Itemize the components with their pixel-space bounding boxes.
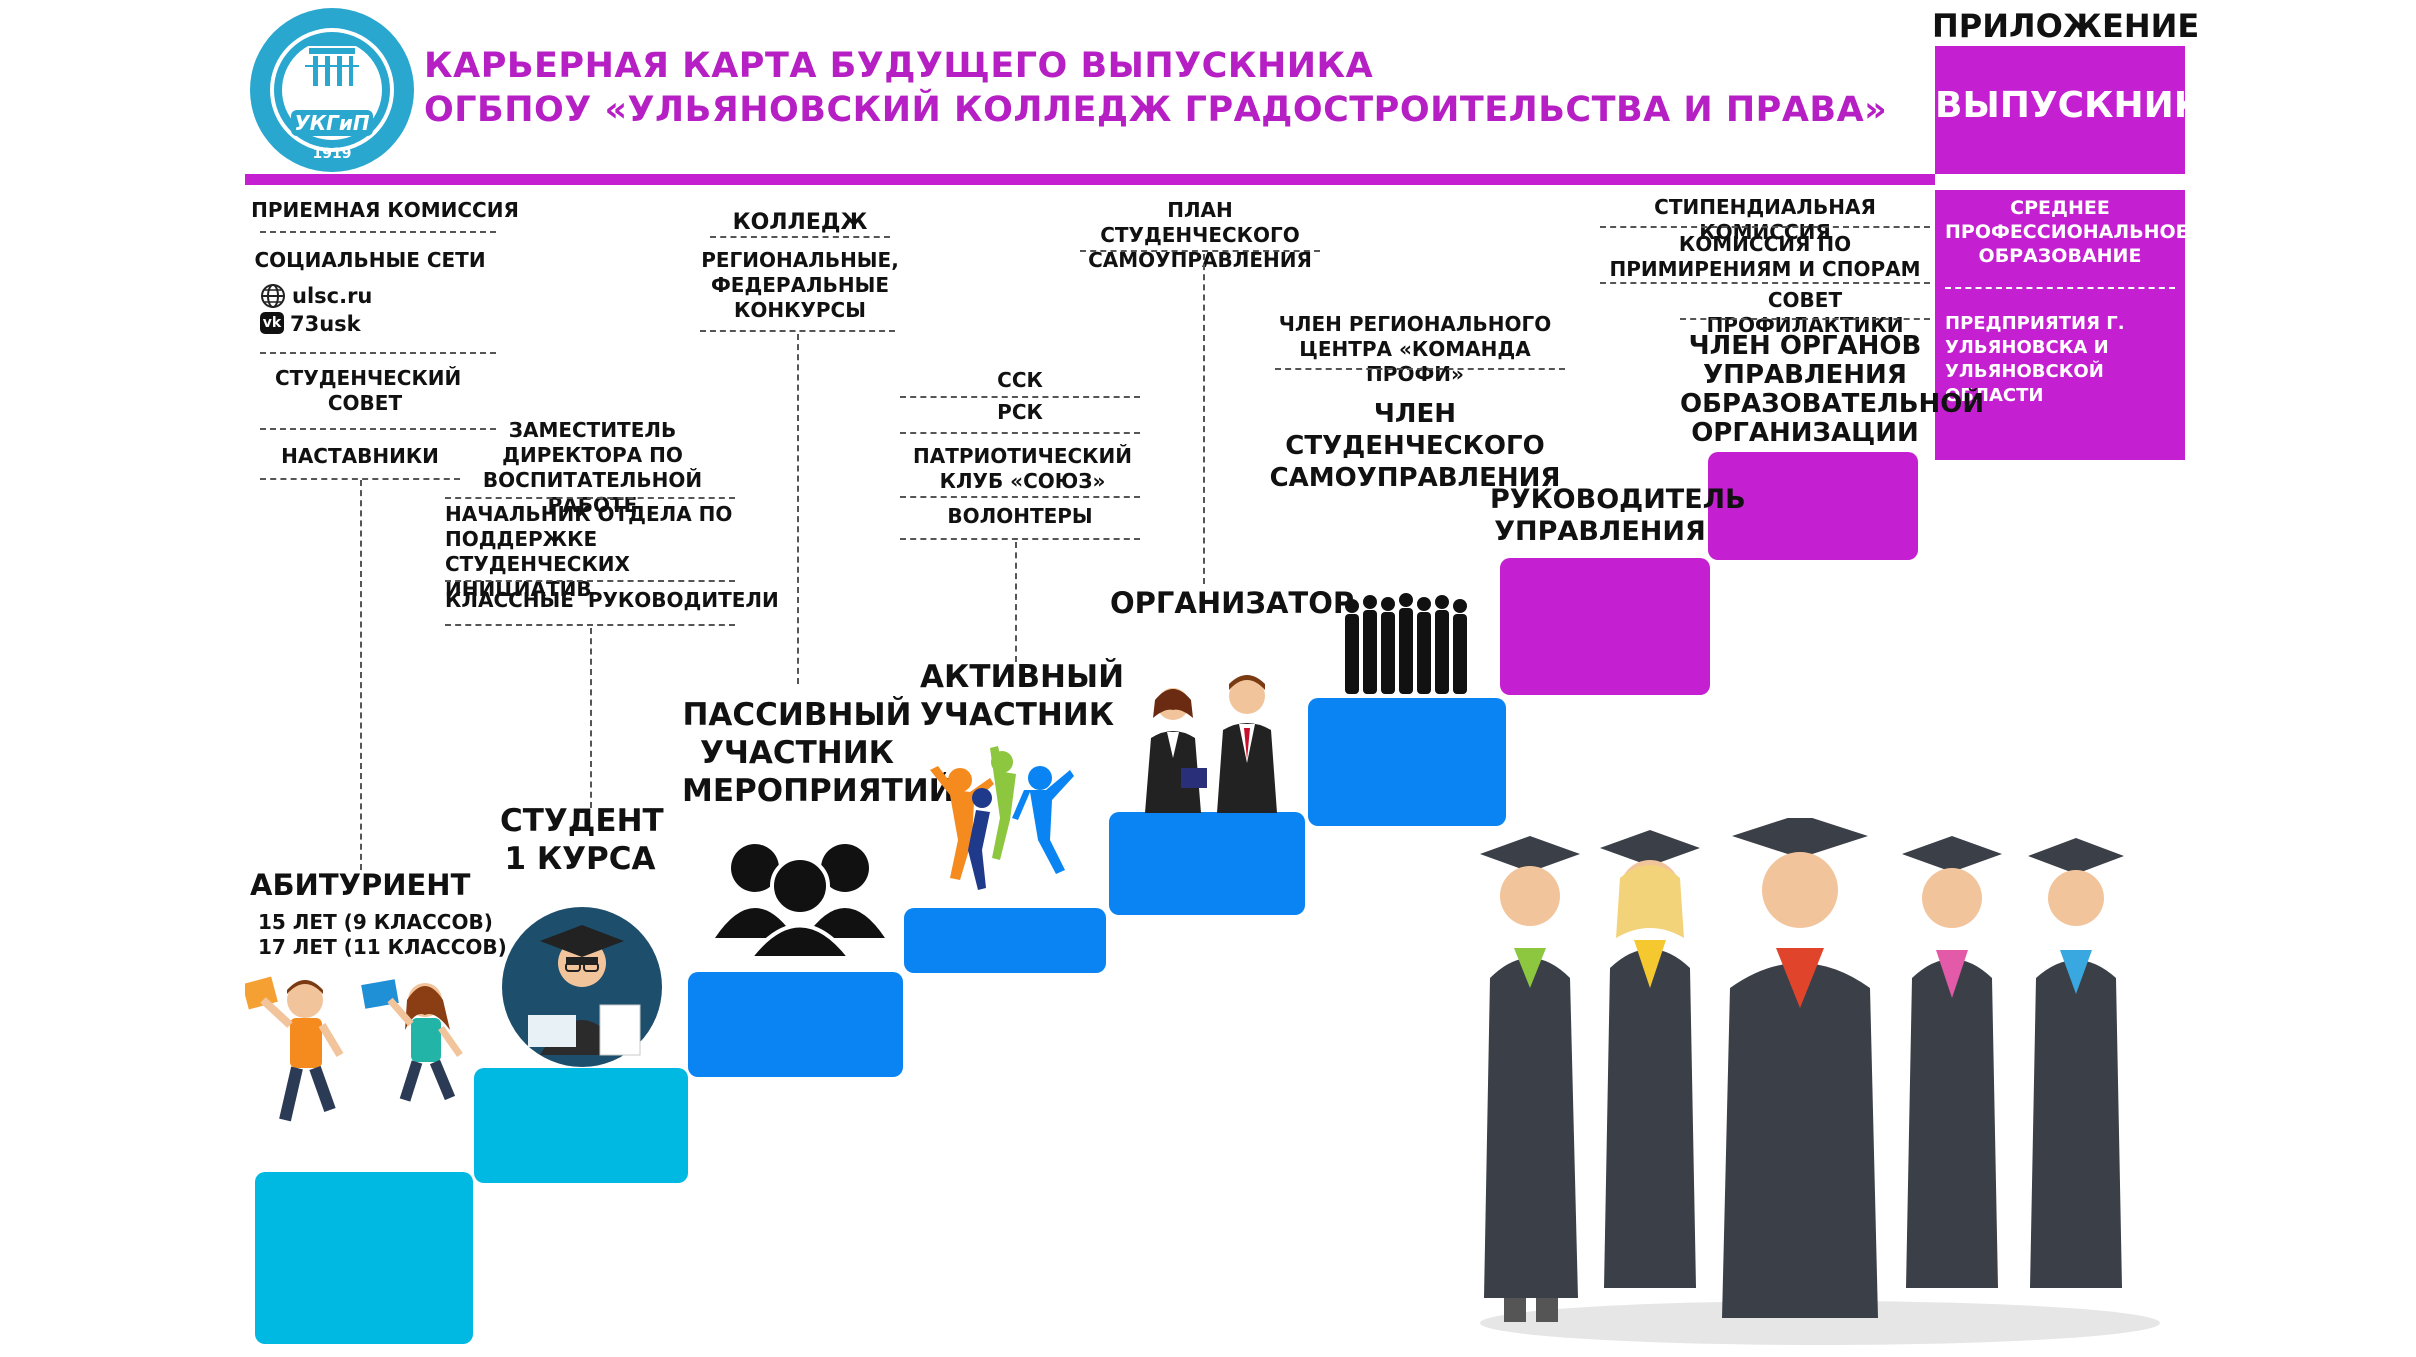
student-council: СТУДЕНЧЕСКИЙ СОВЕТ xyxy=(275,366,462,415)
stage-applicant-age1: 15 ЛЕТ (9 КЛАССОВ) xyxy=(258,910,493,934)
website-link[interactable]: ulsc.ru xyxy=(292,284,373,308)
side-panel-enterprises: ПРЕДПРИЯТИЯ Г. УЛЬЯНОВСКА И УЛЬЯНОВСКОЙ … xyxy=(1945,313,2125,406)
divider-c2-3 xyxy=(445,624,735,626)
business-couple-icon xyxy=(1125,668,1300,813)
step-graduate xyxy=(1708,452,1918,560)
graduates-group-icon xyxy=(1470,814,2175,1348)
student-initiatives-head: НАЧАЛЬНИК ОТДЕЛА ПО ПОДДЕРЖКЕ СТУДЕНЧЕСК… xyxy=(445,502,733,601)
divider-c1-4 xyxy=(260,478,460,480)
stage-organizer: ОРГАНИЗАТОР xyxy=(1110,586,1355,620)
divider-c5-1 xyxy=(1080,250,1320,252)
deputy-director: ЗАМЕСТИТЕЛЬ ДИРЕКТОРА ПО ВОСПИТАТЕЛЬНОЙ … xyxy=(482,418,703,517)
rsk-label: РСК xyxy=(997,400,1043,424)
stage-active: АКТИВНЫЙ УЧАСТНИК xyxy=(920,659,1125,733)
divider-c6-1 xyxy=(1275,368,1565,370)
connector-c2 xyxy=(590,628,592,808)
prevention-council: СОВЕТ ПРОФИЛАКТИКИ xyxy=(1706,288,1904,337)
social-networks: СОЦИАЛЬНЫЕ СЕТИ xyxy=(254,248,486,272)
college-logo: УКГиП 1919 xyxy=(245,6,420,174)
divider-c7-3 xyxy=(1680,318,1930,320)
divider-c4-2 xyxy=(900,432,1140,434)
connector-c1 xyxy=(360,480,362,870)
divider-c4-3 xyxy=(900,496,1140,498)
side-panel-divider xyxy=(1945,287,2175,289)
divider-c4-4 xyxy=(900,538,1140,540)
side-panel-education: СРЕДНЕЕ ПРОФЕССИОНАЛЬНОЕ ОБРАЗОВАНИЕ xyxy=(1945,197,2189,267)
contests-label: РЕГИОНАЛЬНЫЕ, ФЕДЕРАЛЬНЫЕ КОНКУРСЫ xyxy=(701,248,899,322)
jumping-people-icon xyxy=(920,740,1090,910)
team-silhouette-icon xyxy=(1340,592,1475,697)
college-label: КОЛЛЕДЖ xyxy=(732,210,868,235)
divider-c1-2 xyxy=(260,352,496,354)
stage-first-year: СТУДЕНТ 1 КУРСА xyxy=(500,803,664,877)
stage-manager: РУКОВОДИТЕЛЬ УПРАВЛЕНИЯ xyxy=(1490,484,1746,547)
divider-c2-2 xyxy=(445,580,735,582)
connector-c4 xyxy=(1015,542,1017,662)
self-government-plan: ПЛАН СТУДЕНЧЕСКОГО САМОУПРАВЛЕНИЯ xyxy=(1088,198,1312,272)
side-panel xyxy=(1935,190,2185,460)
step-team xyxy=(1308,698,1506,826)
jumping-students-icon xyxy=(242,960,470,1170)
volunteers: ВОЛОНТЕРЫ xyxy=(947,504,1093,528)
mentors: НАСТАВНИКИ xyxy=(281,444,439,468)
appendix-label: ПРИЛОЖЕНИЕ xyxy=(1932,7,2200,45)
vk-link[interactable]: 73usk xyxy=(290,312,361,336)
divider-c2-1 xyxy=(445,497,735,499)
step-applicant xyxy=(255,1172,473,1344)
patriotic-club: ПАТРИОТИЧЕСКИЙ КЛУБ «СОЮЗ» xyxy=(913,444,1132,493)
graduate-banner xyxy=(1935,46,2185,174)
header-divider xyxy=(245,174,1935,185)
divider-c3-2 xyxy=(700,330,895,332)
reconciliation-commission: КОМИССИЯ ПО ПРИМИРЕНИЯМ И СПОРАМ xyxy=(1609,232,1921,281)
governing-bodies-member: ЧЛЕН ОРГАНОВ УПРАВЛЕНИЯ ОБРАЗОВАТЕЛЬНОЙ … xyxy=(1680,331,1985,448)
stage-passive: ПАССИВНЫЙ УЧАСТНИК МЕРОПРИЯТИЙ xyxy=(682,697,955,809)
vk-icon: vk xyxy=(260,312,284,334)
divider-c7-1 xyxy=(1600,226,1930,228)
crowd-silhouette-icon xyxy=(705,838,895,960)
logo-year: 1919 xyxy=(313,146,352,162)
divider-c3-1 xyxy=(710,236,890,238)
team-profi-member: ЧЛЕН РЕГИОНАЛЬНОГО ЦЕНТРА «КОМАНДА ПРОФИ… xyxy=(1278,312,1552,386)
stage-applicant-age2: 17 ЛЕТ (11 КЛАССОВ) xyxy=(258,935,507,959)
page-title-line2: ОГБПОУ «УЛЬЯНОВСКИЙ КОЛЛЕДЖ ГРАДОСТРОИТЕ… xyxy=(424,90,1888,130)
globe-icon xyxy=(260,283,286,313)
stage-applicant: АБИТУРИЕНТ xyxy=(250,868,471,902)
step-active xyxy=(904,908,1106,973)
divider-c1-1 xyxy=(260,231,496,233)
divider-c4-1 xyxy=(900,396,1140,398)
scholarship-committee: СТИПЕНДИАЛЬНАЯ КОМИССИЯ xyxy=(1654,195,1876,244)
step-first-year xyxy=(474,1068,688,1183)
logo-text: УКГиП xyxy=(294,111,370,135)
divider-c7-2 xyxy=(1600,282,1930,284)
class-teachers: КЛАССНЫЕ РУКОВОДИТЕЛИ xyxy=(445,588,779,612)
step-manager xyxy=(1500,558,1710,695)
graduate-student-icon xyxy=(500,905,665,1070)
divider-c1-3 xyxy=(260,428,496,430)
graduate-title: ВЫПУСКНИК xyxy=(1935,85,2204,126)
student-government-member: ЧЛЕН СТУДЕНЧЕСКОГО САМОУПРАВЛЕНИЯ xyxy=(1269,399,1561,493)
step-passive xyxy=(688,972,903,1077)
admission-committee: ПРИЕМНАЯ КОМИССИЯ xyxy=(251,198,519,222)
page-title-line1: КАРЬЕРНАЯ КАРТА БУДУЩЕГО ВЫПУСКНИКА xyxy=(424,46,1374,86)
connector-c3 xyxy=(797,334,799,684)
step-organizer xyxy=(1109,812,1305,915)
connector-c5 xyxy=(1203,254,1205,584)
ssk-label: ССК xyxy=(997,368,1043,392)
